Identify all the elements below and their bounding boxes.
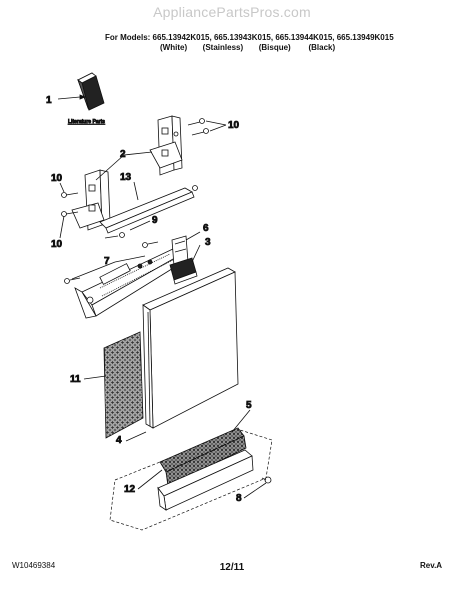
toe-kick-panel-part	[157, 449, 254, 511]
callout-10-top: 10	[228, 120, 240, 131]
screws-left	[61, 192, 79, 217]
callout-6: 6	[203, 223, 209, 234]
screw-part-8	[261, 476, 272, 484]
callout-leaders	[59, 120, 267, 499]
literature-booklet-part	[77, 72, 105, 111]
color-white: (White)	[160, 43, 188, 52]
callout-11: 11	[70, 374, 81, 385]
callout-5: 5	[246, 400, 252, 411]
callout-9: 9	[152, 215, 158, 226]
control-console-part	[74, 247, 184, 319]
revision-label: Rev.A	[420, 561, 443, 570]
models-line: For Models: 665.13942K015, 665.13943K015…	[105, 33, 394, 42]
site-watermark: AppliancePartsPros.com	[153, 4, 311, 20]
screw-part-7	[64, 241, 159, 284]
screws-top-right	[187, 118, 209, 136]
color-black: (Black)	[308, 43, 336, 52]
callout-4: 4	[116, 435, 122, 446]
callout-8: 8	[236, 493, 242, 504]
callout-3: 3	[205, 237, 211, 248]
color-variants: (White) (Stainless) (Bisque) (Black)	[160, 43, 335, 52]
screw-part-9	[104, 232, 125, 239]
insulation-mesh-part	[103, 331, 144, 439]
page-number: 12/11	[219, 562, 245, 573]
color-stainless: (Stainless)	[202, 43, 244, 52]
color-bisque: (Bisque)	[258, 43, 291, 52]
latch-part-3	[169, 257, 198, 285]
callout-10-left: 10	[51, 173, 63, 184]
toe-kick-insulation-part	[159, 427, 247, 487]
door-panel-part	[142, 267, 239, 429]
hinge-bracket-right	[149, 115, 183, 176]
literature-parts-label: Literature Parts	[68, 119, 105, 125]
callout-10-bottom: 10	[51, 239, 63, 250]
callout-12: 12	[124, 484, 136, 495]
hinge-bracket-left	[71, 169, 111, 231]
callout-1: 1	[46, 95, 52, 106]
callout-7: 7	[104, 256, 110, 267]
document-number: W10469384	[12, 561, 56, 570]
callout-2: 2	[120, 149, 126, 160]
callout-13: 13	[120, 172, 132, 183]
door-rail-part	[99, 185, 198, 234]
